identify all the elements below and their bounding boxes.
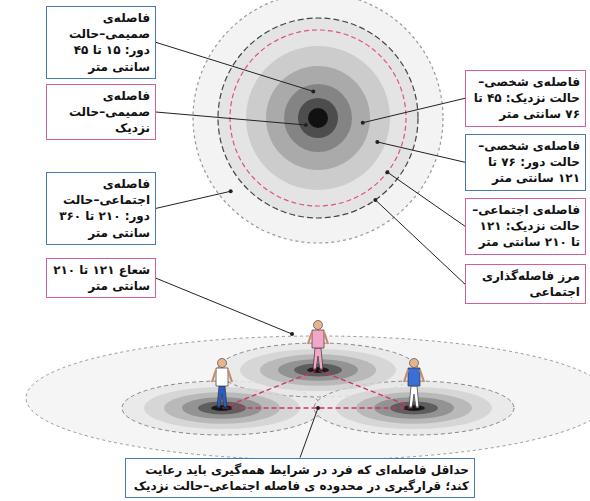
ground-zone bbox=[260, 354, 376, 385]
zone-ring bbox=[193, 0, 443, 243]
ground-zone bbox=[307, 367, 329, 373]
label-box: فاصله‌ی شخصی–حالت دور: ۷۶ تا ۱۲۱ سانتی م… bbox=[465, 134, 586, 191]
person bbox=[212, 359, 232, 411]
ground-zone bbox=[240, 349, 396, 391]
leader-dot bbox=[385, 170, 389, 174]
ground-zone bbox=[336, 387, 492, 429]
person bbox=[404, 359, 424, 411]
zone-ring bbox=[230, 30, 406, 206]
ground-zone bbox=[403, 405, 425, 411]
leader-dot bbox=[361, 121, 365, 125]
leader-dot bbox=[316, 406, 320, 410]
leader-dot bbox=[373, 198, 377, 202]
ground-zone bbox=[144, 387, 300, 429]
leader-line bbox=[387, 172, 465, 226]
zone-label: فاصله‌ی اجتماعی–حالت نزدیک: ۱۲۱ تا ۲۱۰ س… bbox=[471, 202, 580, 251]
label-box: فاصله‌ی صمیمی–حالت دور: ۱۵ تا ۴۵ سانتی م… bbox=[46, 6, 156, 79]
leader-dot bbox=[229, 189, 233, 193]
leader-line bbox=[156, 112, 306, 125]
leader-line bbox=[363, 98, 465, 122]
ground-outline bbox=[26, 336, 590, 460]
label-box: فاصله‌ی اجتماعی–حالت نزدیک: ۱۲۱ تا ۲۱۰ س… bbox=[465, 198, 586, 255]
leader-line bbox=[300, 408, 318, 458]
zone-label: فاصله‌ی شخصی–حالت دور: ۷۶ تا ۱۲۱ سانتی م… bbox=[471, 138, 580, 187]
leader-line bbox=[375, 200, 465, 284]
leader-dot bbox=[290, 332, 294, 336]
zone-label: فاصله‌ی شخصی–حالت نزدیک: ۴۵ تا ۷۶ سانتی … bbox=[471, 74, 580, 123]
zone-ring bbox=[246, 46, 390, 190]
leader-line bbox=[156, 191, 231, 208]
ground-zones bbox=[26, 336, 590, 460]
ground-zone bbox=[294, 364, 342, 377]
ground-zone bbox=[390, 402, 438, 415]
zone-ring bbox=[308, 108, 328, 128]
zone-ring bbox=[298, 98, 338, 138]
zone-label: فاصله‌ی صمیمی–حالت نزدیک bbox=[52, 88, 150, 137]
leader-dot bbox=[311, 89, 315, 93]
label-box: مرز فاصله‌گذاری اجتماعی bbox=[465, 264, 586, 304]
zone-rings bbox=[193, 0, 443, 243]
ground-zone bbox=[211, 405, 233, 411]
label-box: فاصله‌ی شخصی–حالت نزدیک: ۴۵ تا ۷۶ سانتی … bbox=[465, 70, 586, 127]
leader-line bbox=[156, 278, 292, 334]
zone-label: فاصله‌ی صمیمی–حالت دور: ۱۵ تا ۴۵ سانتی م… bbox=[52, 10, 150, 75]
people bbox=[212, 321, 424, 411]
label-box: فاصله‌ی اجتماعی–حالت دور: ۲۱۰ تا ۳۶۰ سان… bbox=[46, 172, 156, 245]
label-box: شعاع ۱۲۱ تا ۲۱۰ سانتی متر bbox=[46, 258, 156, 298]
zone-label: مرز فاصله‌گذاری اجتماعی bbox=[471, 268, 580, 300]
person bbox=[308, 321, 328, 373]
zone-label: فاصله‌ی اجتماعی–حالت دور: ۲۱۰ تا ۳۶۰ سان… bbox=[52, 176, 150, 241]
leader-line bbox=[377, 142, 465, 162]
zone-label: حداقل فاصله‌ای که فرد در شرایط همه‌گیری … bbox=[131, 462, 469, 494]
ground-zone bbox=[356, 392, 472, 423]
leader-line bbox=[156, 42, 313, 91]
ground-zone bbox=[164, 392, 280, 423]
zone-label: شعاع ۱۲۱ تا ۲۱۰ سانتی متر bbox=[52, 262, 150, 294]
zone-ring bbox=[284, 84, 352, 152]
leader-dot bbox=[304, 123, 308, 127]
ground-zone bbox=[198, 402, 246, 415]
zone-ring bbox=[218, 18, 418, 218]
label-box: فاصله‌ی صمیمی–حالت نزدیک bbox=[46, 84, 156, 141]
ground-zone bbox=[278, 359, 358, 381]
leader-dot bbox=[375, 140, 379, 144]
distance-triangle bbox=[222, 370, 414, 408]
label-box: حداقل فاصله‌ای که فرد در شرایط همه‌گیری … bbox=[125, 458, 475, 498]
